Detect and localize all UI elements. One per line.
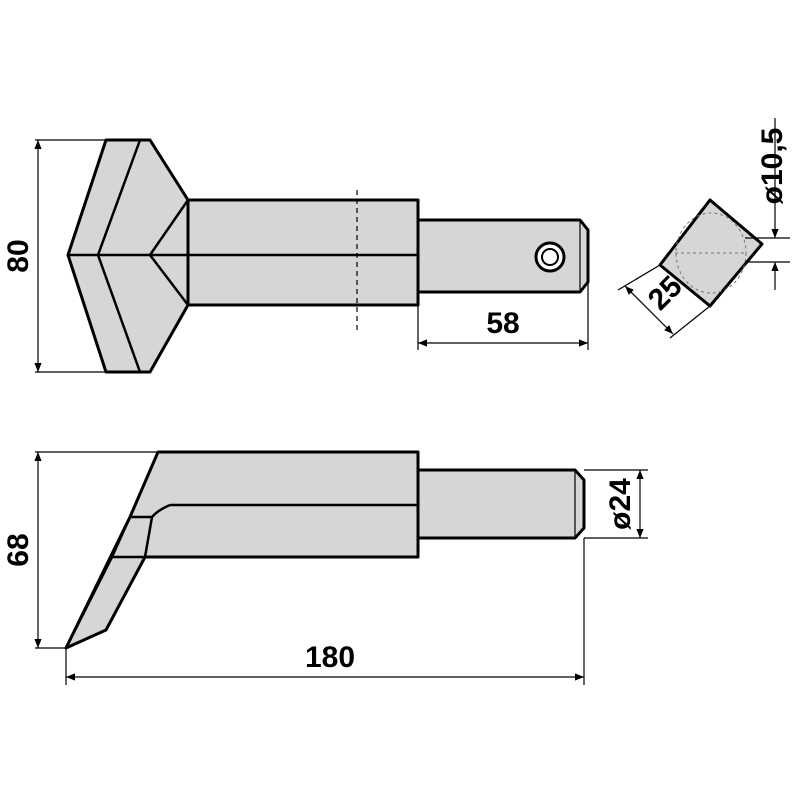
dim-label-58: 58	[486, 307, 519, 340]
dim-overall-length: 180	[65, 538, 585, 685]
dim-shaft-length: 58	[417, 282, 589, 350]
dim-shank-diameter: ø24	[584, 469, 648, 539]
dim-label-68: 68	[2, 533, 35, 566]
pin-hole-inner	[541, 248, 559, 266]
blade-side	[64, 450, 420, 650]
section-hole-hidden	[675, 212, 747, 294]
top-view: 80 58	[2, 138, 590, 374]
square-body-top	[186, 198, 420, 307]
blade-facet-lines	[66, 139, 190, 373]
dim-label-diameter-24: ø24	[604, 478, 637, 530]
dim-height-top: 80	[2, 139, 150, 373]
section-view: ø10,5 25	[617, 118, 790, 339]
dim-label-diameter-10-5: ø10,5	[756, 128, 789, 205]
dim-hole-diameter: ø10,5	[745, 118, 790, 290]
dim-height-side: 68	[2, 451, 158, 649]
side-view: 68 ø24 180	[2, 450, 648, 685]
blade-side-facets	[64, 503, 418, 649]
dim-label-180: 180	[305, 641, 355, 674]
dim-label-80: 80	[2, 239, 35, 272]
pin-hole	[534, 241, 566, 273]
shank-side	[416, 468, 586, 540]
